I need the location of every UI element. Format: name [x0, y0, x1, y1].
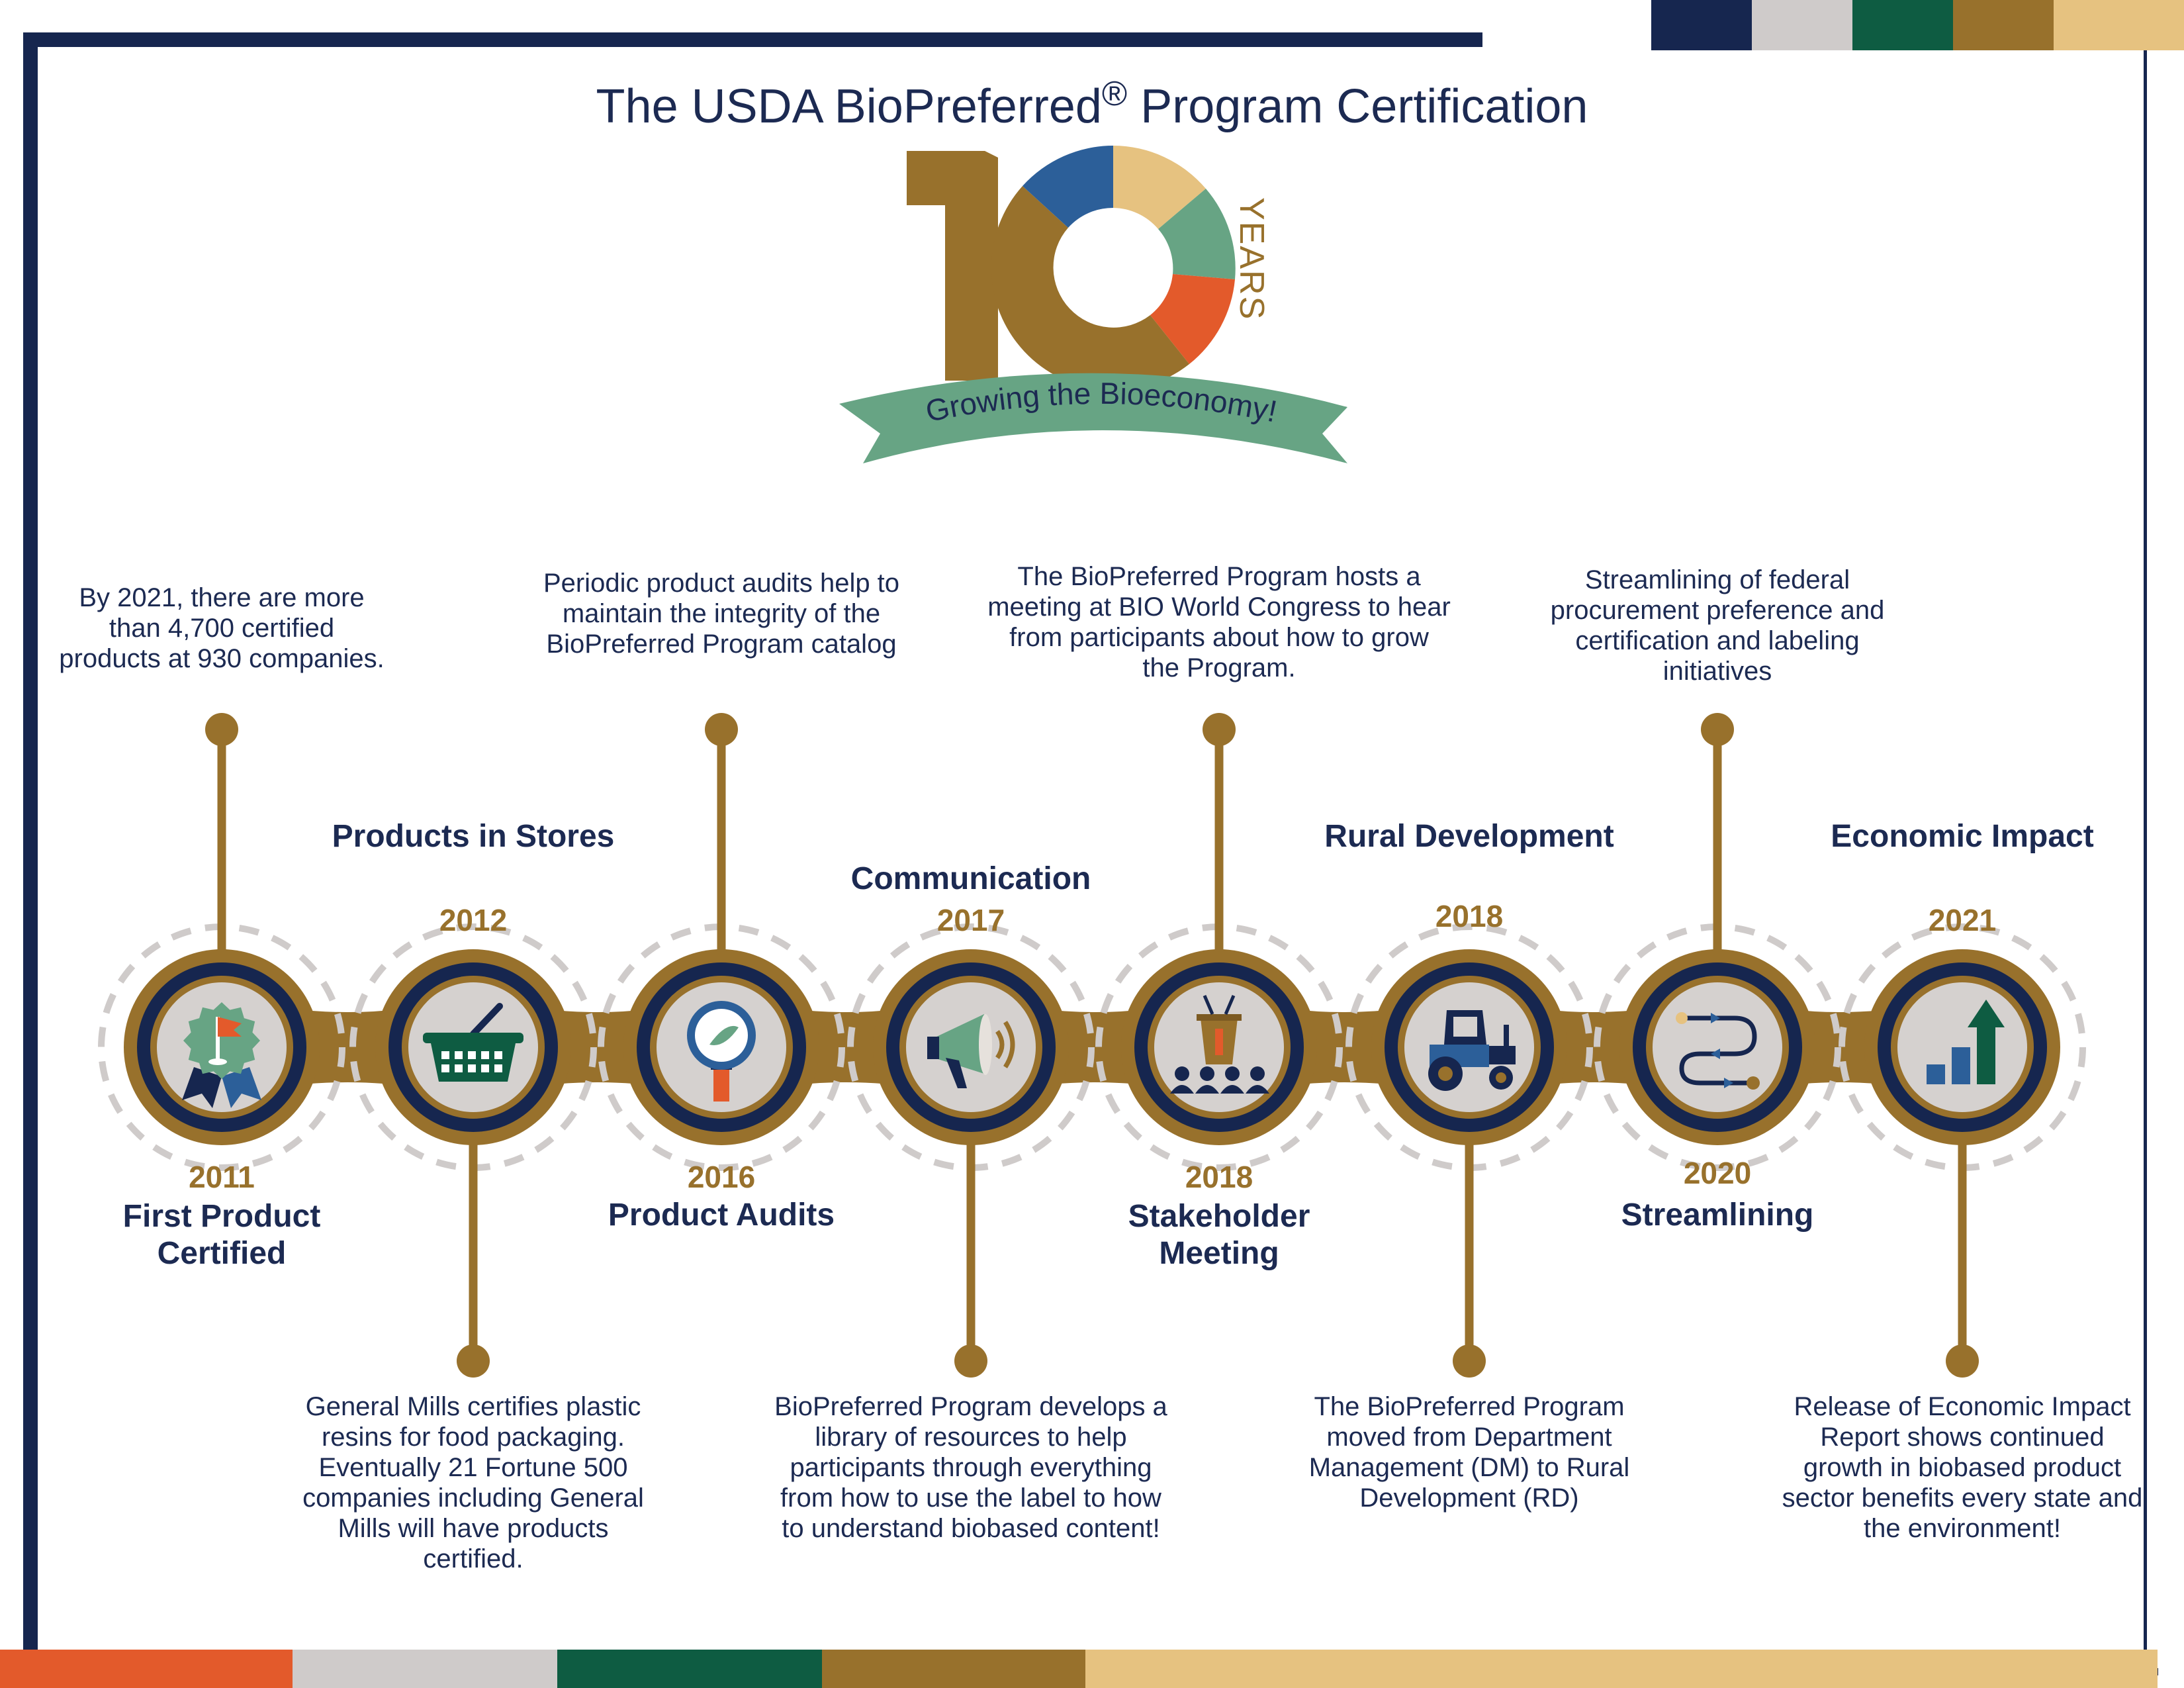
- milestone-year: 2021: [1928, 903, 1997, 937]
- milestone-year: 2018: [1185, 1160, 1253, 1194]
- timeline-knob: [705, 713, 738, 746]
- growth-chart-icon: [1927, 1000, 2005, 1084]
- milestone-year: 2017: [936, 903, 1005, 937]
- milestone-description: General Mills certifies plastic resins f…: [302, 1392, 644, 1573]
- milestone-description: Streamlining of federal procurement pref…: [1550, 565, 1885, 686]
- award-ribbon-icon: [182, 1002, 261, 1108]
- milestone-description: The BioPreferred Program moved from Depa…: [1308, 1392, 1630, 1513]
- milestone-node: [1345, 923, 1593, 1378]
- frame-gap-right: [2147, 32, 2184, 1668]
- stripe-green: [1852, 0, 1953, 50]
- milestone-description: Periodic product audits help to maintain…: [543, 569, 900, 659]
- milestone-node: [98, 713, 345, 1171]
- milestone-year: 2020: [1683, 1156, 1752, 1190]
- timeline-knob: [1203, 713, 1236, 746]
- stripe-gold-bottom: [822, 1650, 1085, 1688]
- milestone-node: [1594, 713, 1841, 1171]
- stripe-gold: [1953, 0, 2054, 50]
- timeline-knob: [954, 1344, 987, 1378]
- page-title: The USDA BioPreferred® Program Certifica…: [0, 74, 2184, 134]
- stripe-gray-bottom: [293, 1650, 557, 1688]
- timeline-knob: [1453, 1344, 1486, 1378]
- milestone-title: Economic Impact: [1831, 819, 2094, 854]
- milestone-year: 2011: [189, 1160, 255, 1194]
- title-main: The USDA BioPreferred: [596, 80, 1102, 133]
- timeline-knob: [457, 1344, 490, 1378]
- top-color-stripes: [1651, 0, 2184, 50]
- timeline-knob: [1701, 713, 1734, 746]
- stripe-navy: [1651, 0, 1752, 50]
- stripe-green-bottom: [557, 1650, 822, 1688]
- megaphone-icon: [927, 1014, 1015, 1088]
- shopping-basket-icon: [423, 1003, 523, 1082]
- bottom-color-stripes: [0, 1650, 2158, 1688]
- milestone-title: Rural Development: [1324, 819, 1614, 854]
- title-suffix: Program Certification: [1127, 80, 1588, 133]
- icon-disc: [1653, 982, 1782, 1112]
- milestone-description: Release of Economic Impact Report shows …: [1782, 1392, 2143, 1543]
- milestone-year: 2016: [687, 1160, 756, 1194]
- milestone-title: Communication: [850, 861, 1091, 896]
- milestone-title: Streamlining: [1621, 1197, 1814, 1233]
- timeline-knob: [1946, 1344, 1979, 1378]
- registered-mark: ®: [1101, 75, 1128, 113]
- stripe-gray: [1752, 0, 1852, 50]
- milestone-title: Product Audits: [608, 1197, 835, 1233]
- milestone-year: 2012: [439, 903, 508, 937]
- milestone-node: [598, 713, 845, 1171]
- stripe-sand-bottom: [1085, 1650, 2158, 1688]
- milestone-title: First Product Certified: [122, 1199, 321, 1271]
- timeline-knob: [205, 713, 238, 746]
- podium-audience-icon: [1170, 995, 1269, 1094]
- milestone-node: [349, 923, 597, 1378]
- milestone-description: BioPreferred Program develops a library …: [774, 1392, 1167, 1543]
- milestone-description: By 2021, there are more than 4,700 certi…: [59, 583, 385, 673]
- milestone-description: The BioPreferred Program hosts a meeting…: [987, 562, 1451, 682]
- milestone-year: 2018: [1435, 899, 1504, 933]
- stripe-sand: [2054, 0, 2184, 50]
- magnifying-glass-icon: [687, 1001, 756, 1102]
- tractor-icon: [1428, 1010, 1516, 1091]
- milestone-title: Stakeholder Meeting: [1128, 1199, 1310, 1271]
- milestone-title: Products in Stores: [332, 819, 615, 854]
- stripe-orange: [0, 1650, 293, 1688]
- milestone-node: [1095, 713, 1343, 1171]
- winding-path-icon: [1676, 1012, 1760, 1090]
- milestone-node: [847, 923, 1095, 1378]
- milestone-node: [1839, 923, 2086, 1378]
